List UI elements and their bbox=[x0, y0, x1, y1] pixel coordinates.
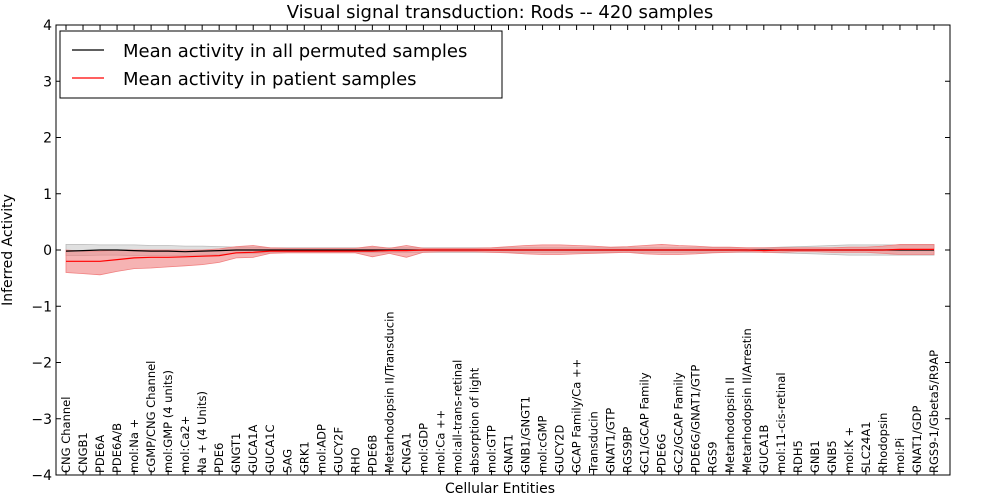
x-tick-label: SAG bbox=[280, 449, 294, 473]
x-tick-label: mol:Ca ++ bbox=[433, 410, 447, 473]
x-tick-label: mol:Ca2+ bbox=[178, 416, 192, 473]
x-tick-label: GNAT1/GDP bbox=[910, 406, 924, 473]
x-tick-label: PDE6B bbox=[365, 435, 379, 473]
x-tick-label: mol:ADP bbox=[314, 424, 328, 473]
x-tick-label: SLC24A1 bbox=[859, 421, 873, 473]
x-tick-label: GUCY2D bbox=[553, 425, 567, 473]
x-tick-label: Rhodopsin bbox=[876, 413, 890, 473]
x-tick-label: GNAT1/GTP bbox=[604, 408, 618, 473]
y-tick-label: −3 bbox=[31, 412, 52, 428]
y-axis-label: Inferred Activity bbox=[0, 194, 16, 306]
x-tick-label: RGS9 bbox=[706, 441, 720, 473]
x-tick-label: Metarhodopsin II bbox=[723, 377, 737, 473]
x-tick-label: Na + (4 Units) bbox=[195, 391, 209, 473]
x-axis-label: Cellular Entities bbox=[445, 481, 555, 497]
x-tick-label: GC1/GCAP Family bbox=[638, 372, 652, 473]
x-tick-label: mol:K + bbox=[842, 427, 856, 473]
x-tick-label: PDE6A/B bbox=[110, 423, 124, 473]
x-tick-label: GNB5 bbox=[825, 440, 839, 473]
x-tick-label: absorption of light bbox=[467, 367, 481, 473]
y-tick-label: 3 bbox=[43, 74, 52, 90]
x-tick-label: cGMP/CNG Channel bbox=[144, 361, 158, 473]
y-axis-ticks: −4 −3 −2 −1 0 1 2 3 4 bbox=[31, 18, 950, 484]
x-tick-label: mol:GMP (4 units) bbox=[161, 370, 175, 473]
legend-label-permuted: Mean activity in all permuted samples bbox=[123, 41, 467, 62]
x-tick-label: CNGA1 bbox=[399, 432, 413, 473]
x-tick-label: GNB1 bbox=[808, 440, 822, 473]
x-tick-label: CNG Channel bbox=[59, 397, 73, 473]
x-tick-label: PDE6 bbox=[212, 443, 226, 473]
x-tick-label: RDH5 bbox=[791, 440, 805, 473]
x-tick-label: GC2/GCAP Family bbox=[672, 372, 686, 473]
x-tick-label: mol:all-trans-retinal bbox=[450, 360, 464, 473]
y-tick-label: 2 bbox=[43, 131, 52, 147]
x-tick-label: GCAP Family/Ca ++ bbox=[570, 359, 584, 473]
y-tick-label: −2 bbox=[31, 356, 52, 372]
x-tick-label: GNAT1 bbox=[502, 434, 516, 473]
x-tick-label: mol:Pi bbox=[893, 438, 907, 473]
x-tick-label: mol:Na + bbox=[127, 419, 141, 473]
x-tick-label: GUCA1B bbox=[757, 424, 771, 473]
x-tick-label: mol:11-cis-retinal bbox=[774, 372, 788, 473]
x-tick-label: GNGT1 bbox=[229, 433, 243, 473]
y-tick-label: 4 bbox=[43, 18, 52, 34]
x-tick-label: GNB1/GNGT1 bbox=[519, 396, 533, 473]
x-tick-label: PDE6A bbox=[93, 435, 107, 473]
chart-title: Visual signal transduction: Rods -- 420 … bbox=[287, 2, 714, 23]
y-tick-label: −4 bbox=[31, 468, 52, 484]
x-tick-label: GUCA1A bbox=[246, 424, 260, 473]
x-tick-label: RGS9BP bbox=[621, 427, 635, 473]
x-tick-label: CNGB1 bbox=[76, 432, 90, 473]
x-tick-label: RHO bbox=[348, 447, 362, 473]
x-tick-label: PDE6G/GNAT1/GTP bbox=[689, 365, 703, 473]
y-tick-label: 0 bbox=[43, 243, 52, 259]
x-tick-label: Transducin bbox=[587, 411, 601, 474]
y-tick-label: −1 bbox=[31, 299, 52, 315]
x-tick-label: PDE6G bbox=[655, 434, 669, 473]
legend-label-patient: Mean activity in patient samples bbox=[123, 69, 417, 90]
x-tick-label: GRK1 bbox=[297, 441, 311, 473]
series-band-1 bbox=[65, 243, 935, 276]
series-line-1 bbox=[66, 248, 934, 262]
x-tick-label: mol:GTP bbox=[484, 425, 498, 473]
x-tick-label: GUCA1C bbox=[263, 424, 277, 473]
x-tick-label: Metarhodopsin II/Transducin bbox=[382, 311, 396, 473]
x-tick-label: Metarhodopsin II/Arrestin bbox=[740, 328, 754, 473]
x-tick-label: GUCY2F bbox=[331, 427, 345, 473]
legend: Mean activity in all permuted samples Me… bbox=[59, 30, 503, 99]
x-tick-label: mol:GDP bbox=[416, 423, 430, 473]
x-tick-label: mol:cGMP bbox=[536, 416, 550, 473]
legend-box bbox=[59, 30, 503, 99]
x-tick-label: RGS9-1/Gbeta5/R9AP bbox=[927, 350, 941, 473]
series-lines bbox=[65, 248, 934, 262]
y-tick-label: 1 bbox=[43, 187, 52, 203]
plot-frame bbox=[55, 24, 951, 476]
